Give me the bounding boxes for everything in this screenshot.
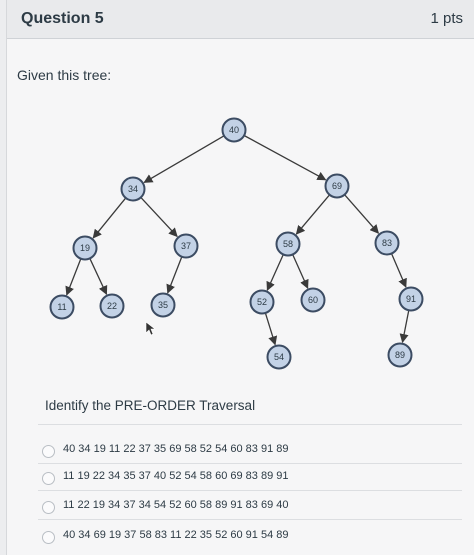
- tree-node-circle: [49, 294, 75, 320]
- option-divider: [38, 463, 462, 464]
- answer-option-1[interactable]: 40 34 19 11 22 37 35 69 58 52 54 60 83 9…: [42, 441, 462, 463]
- tree-node-40: 40: [221, 117, 247, 143]
- radio-button[interactable]: [42, 445, 55, 458]
- option-divider: [38, 490, 462, 491]
- tree-edge-arrow: [140, 196, 178, 238]
- tree-node-label: 54: [274, 352, 284, 362]
- tree-node-circle: [221, 117, 247, 143]
- tree-node-label: 58: [283, 239, 293, 249]
- radio-button[interactable]: [42, 472, 55, 485]
- tree-node-54: 54: [266, 344, 292, 370]
- binary-tree-diagram: 40 34 69 19 37 58 83 11 22 35 52 60 91 54 89: [49, 117, 424, 370]
- tree-node-34: 34: [120, 176, 146, 202]
- tree-edge-arrow: [264, 312, 278, 346]
- tree-node-label: 89: [395, 350, 405, 360]
- tree-node-label: 60: [308, 295, 318, 305]
- tree-node-label: 40: [229, 125, 239, 135]
- tree-node-52: 52: [249, 289, 275, 315]
- tree-edge-arrow: [390, 253, 407, 288]
- traversal-question: Identify the PRE-ORDER Traversal: [45, 398, 256, 413]
- tree-node-69: 69: [324, 173, 350, 199]
- tree-node-60: 60: [300, 287, 326, 313]
- tree-edge-arrow: [295, 194, 331, 235]
- tree-node-22: 22: [99, 293, 125, 319]
- tree-node-89: 89: [387, 342, 413, 368]
- tree-node-35: 35: [150, 292, 176, 318]
- question-prompt: Given this tree:: [17, 67, 112, 83]
- tree-node-label: 91: [406, 294, 416, 304]
- tree-edge-arrow: [166, 256, 183, 294]
- tree-edge-arrow: [292, 254, 309, 289]
- tree-edge-arrow: [89, 258, 108, 296]
- tree-node-circle: [398, 286, 424, 312]
- tree-node-circle: [374, 230, 400, 256]
- mouse-cursor-icon: [145, 321, 156, 336]
- tree-node-label: 37: [181, 241, 191, 251]
- option-divider: [38, 519, 462, 520]
- question-points: 1 pts: [430, 10, 463, 27]
- tree-edge-arrow: [65, 258, 82, 296]
- tree-node-label: 11: [57, 302, 66, 312]
- tree-node-label: 19: [80, 243, 90, 253]
- tree-node-19: 19: [72, 235, 98, 261]
- tree-edges: [65, 134, 410, 346]
- question-title: Question 5: [21, 10, 104, 27]
- tree-nodes: 40 34 69 19 37 58 83 11 22 35 52 60 91 54 89: [49, 117, 424, 370]
- radio-button[interactable]: [42, 501, 55, 514]
- tree-edge-arrow: [344, 194, 380, 234]
- tree-node-circle: [275, 231, 301, 257]
- answer-option-label: 40 34 19 11 22 37 35 69 58 52 54 60 83 9…: [63, 443, 289, 455]
- tree-node-label: 22: [107, 301, 117, 311]
- tree-node-circle: [249, 289, 275, 315]
- tree-node-circle: [99, 293, 125, 319]
- answer-option-2[interactable]: 11 19 22 34 35 37 40 52 54 58 60 69 83 8…: [42, 468, 462, 490]
- answer-option-label: 40 34 69 19 37 58 83 11 22 35 52 60 91 5…: [63, 529, 289, 541]
- answer-divider: [38, 424, 462, 425]
- tree-node-label: 34: [128, 184, 138, 194]
- tree-edge-arrow: [266, 254, 284, 291]
- answer-option-4[interactable]: 40 34 69 19 37 58 83 11 22 35 52 60 91 5…: [42, 527, 462, 549]
- tree-node-circle: [387, 342, 413, 368]
- tree-node-37: 37: [173, 233, 199, 259]
- tree-edge-arrow: [243, 134, 327, 181]
- tree-edge-arrow: [143, 135, 225, 184]
- tree-node-label: 69: [332, 181, 342, 191]
- tree-node-circle: [324, 173, 350, 199]
- tree-node-11: 11: [49, 294, 75, 320]
- tree-node-circle: [72, 235, 98, 261]
- tree-edge-arrow: [399, 310, 410, 344]
- tree-node-91: 91: [398, 286, 424, 312]
- tree-node-83: 83: [374, 230, 400, 256]
- tree-node-circle: [266, 344, 292, 370]
- answer-option-label: 11 19 22 34 35 37 40 52 54 58 60 69 83 8…: [63, 470, 289, 482]
- tree-node-circle: [150, 292, 176, 318]
- tree-node-58: 58: [275, 231, 301, 257]
- tree-node-circle: [120, 176, 146, 202]
- answer-option-3[interactable]: 11 22 19 34 37 34 54 52 60 58 89 91 83 6…: [42, 497, 462, 519]
- tree-node-label: 52: [257, 297, 267, 307]
- radio-button[interactable]: [42, 531, 55, 544]
- tree-node-label: 35: [158, 300, 168, 310]
- answer-option-label: 11 22 19 34 37 34 54 52 60 58 89 91 83 6…: [63, 499, 289, 511]
- tree-node-label: 83: [382, 238, 392, 248]
- tree-edge-arrow: [92, 197, 127, 239]
- question-header: Question 5 1 pts: [7, 0, 474, 39]
- tree-node-circle: [173, 233, 199, 259]
- question-card: Question 5 1 pts Given this tree: Identi…: [6, 0, 474, 555]
- tree-node-circle: [300, 287, 326, 313]
